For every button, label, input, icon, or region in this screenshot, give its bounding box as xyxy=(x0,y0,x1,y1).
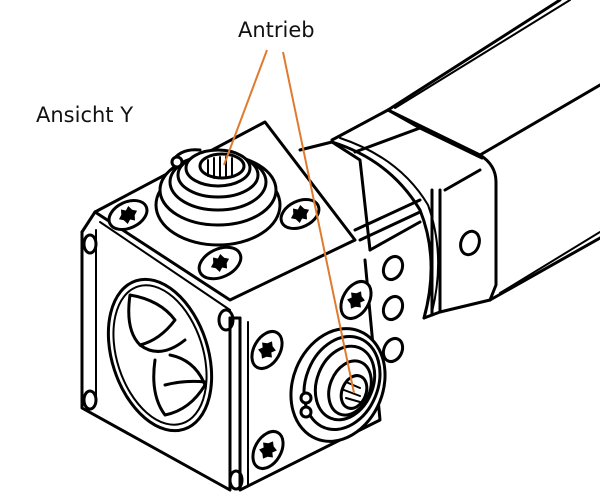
screw-top-right xyxy=(279,197,321,231)
screw-side-upper-left xyxy=(250,330,284,370)
view-title: Ansicht Y xyxy=(36,103,134,127)
side-flange-bearing xyxy=(289,327,387,443)
callout-leader-lines xyxy=(223,49,355,394)
adapter-block xyxy=(298,140,422,364)
mounting-screws xyxy=(107,197,373,470)
leader-to-side-shaft xyxy=(282,51,355,394)
top-flange-bearing xyxy=(154,148,282,247)
motor-housing xyxy=(330,0,600,320)
screw-top-left xyxy=(107,198,149,232)
screw-side-lower-left xyxy=(251,430,285,470)
screw-top-front xyxy=(197,245,243,281)
callout-label-antrieb: Antrieb xyxy=(238,18,315,42)
top-drive-shaft xyxy=(198,152,246,180)
screw-side-upper-right xyxy=(339,280,373,320)
leader-to-top-shaft xyxy=(223,49,268,166)
